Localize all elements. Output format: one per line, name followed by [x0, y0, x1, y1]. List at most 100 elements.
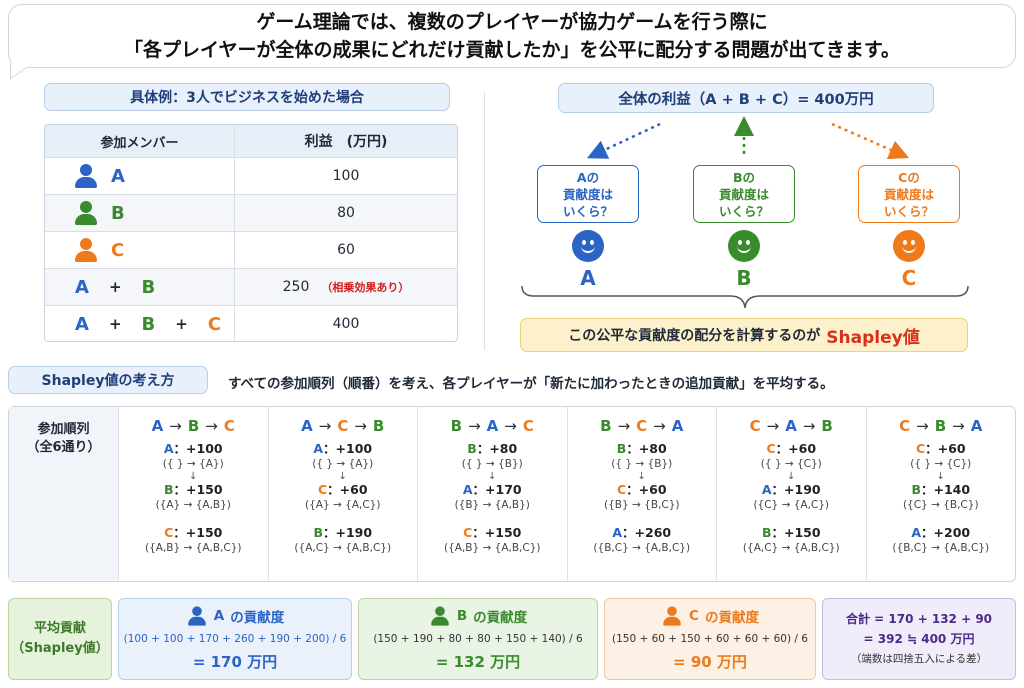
- down-arrow: ↓: [488, 471, 497, 482]
- average-formula: (150 + 60 + 150 + 60 + 60 + 60) / 6: [612, 633, 808, 645]
- average-result: = 90 万円: [673, 653, 747, 671]
- table-row: A 100: [45, 157, 457, 194]
- step-value: ：+100: [173, 441, 223, 456]
- sequence-player: B: [934, 417, 947, 435]
- step-coalition: ({A,C} → {A,B,C}): [294, 542, 392, 554]
- sequence-player: B: [187, 417, 200, 435]
- average-letter: B: [456, 608, 468, 624]
- shapley-term: Shapley値: [826, 327, 920, 348]
- person-body: [75, 177, 97, 188]
- step-player: A: [313, 441, 324, 456]
- profit-cell: 400: [235, 316, 457, 332]
- plus-sign: +: [175, 315, 188, 333]
- step-player: B: [911, 482, 921, 497]
- member-cell: C: [45, 232, 235, 268]
- member-cell: A: [45, 158, 235, 194]
- step-coalition: ({A} → {A,B}): [155, 499, 231, 511]
- step-contribution: B：+80: [467, 441, 517, 457]
- step-contribution: A：+100: [164, 441, 223, 457]
- step-contribution: C：+60: [766, 441, 816, 457]
- step-contribution: B：+140: [911, 482, 970, 498]
- total-note: （端数は四捨五入による差）: [850, 653, 988, 665]
- step-value: ：+170: [472, 482, 522, 497]
- arrow: →: [354, 417, 367, 435]
- profit-column-header: 利益 (万円): [304, 134, 388, 150]
- vertical-divider: [484, 92, 485, 350]
- smiley-c-icon: [893, 230, 925, 262]
- player-c-label: C: [901, 266, 917, 290]
- step-coalition: ({B} → {A,B}): [454, 499, 530, 511]
- total-line-2: = 392 ≒ 400 万円: [863, 632, 975, 646]
- member-letter: C: [111, 239, 125, 261]
- step-coalition: ({A,B} → {A,B,C}): [443, 542, 541, 554]
- step-coalition: ({A} → {A,C}): [305, 499, 381, 511]
- plus-sign: +: [108, 315, 122, 333]
- step-coalition: ({ } → {B}): [461, 458, 523, 470]
- arrow: →: [766, 417, 780, 435]
- person-b-icon: [75, 201, 97, 225]
- arrow: →: [318, 417, 332, 435]
- step-value: ：+150: [771, 525, 821, 540]
- average-label: 平均貢献 （Shapley値）: [8, 598, 112, 680]
- permutation-label: 参加順列 （全6通り）: [9, 407, 119, 581]
- person-body: [75, 214, 97, 225]
- step-coalition: ({A,B} → {A,B,C}): [144, 542, 242, 554]
- step-value: ：+60: [925, 441, 966, 456]
- down-arrow: ↓: [189, 471, 198, 482]
- arrow: →: [504, 417, 517, 435]
- step-player: B: [467, 441, 477, 456]
- sequence-player: A: [671, 417, 684, 435]
- sequence-player: C: [899, 417, 911, 435]
- example-title: 具体例：3人でビジネスを始めた場合: [44, 83, 450, 111]
- arrow: →: [205, 417, 218, 435]
- profit-value: 80: [337, 205, 355, 221]
- step-value: ：+150: [472, 525, 522, 540]
- person-head: [80, 164, 92, 176]
- step-contribution: A：+170: [463, 482, 522, 498]
- down-arrow: ↓: [787, 471, 796, 482]
- average-result: = 132 万円: [435, 653, 521, 671]
- step-contribution: C：+60: [617, 482, 667, 498]
- step-player: A: [612, 525, 623, 540]
- person-head: [80, 238, 92, 250]
- member-column-header: 参加メンバー: [45, 125, 235, 157]
- contribution-arrows: [586, 116, 910, 160]
- arrow-c: [831, 122, 910, 160]
- smiley-a-icon: [572, 230, 604, 262]
- permutation-sequence: C→A→B: [750, 417, 833, 435]
- profit-value: 60: [337, 242, 355, 258]
- table-row: C 60: [45, 231, 457, 268]
- person-head: [191, 606, 202, 616]
- brace: [521, 285, 969, 309]
- profit-value: 400: [332, 316, 360, 332]
- profit-cell: 250（相乗効果あり）: [235, 279, 457, 295]
- arrow: →: [617, 417, 631, 435]
- step-coalition: ({ } → {A}): [162, 458, 224, 470]
- average-heading-text: の貢献度: [230, 610, 285, 626]
- sequence-player: B: [821, 417, 833, 435]
- average-formula: (100 + 100 + 170 + 260 + 190 + 200) / 6: [123, 633, 347, 645]
- step-coalition: ({ } → {A}): [312, 458, 374, 470]
- plus-sign: +: [108, 278, 122, 296]
- profit-value: 100: [332, 168, 360, 184]
- step-player: A: [462, 482, 473, 497]
- arrow: →: [169, 417, 182, 435]
- down-arrow: ↓: [338, 471, 347, 482]
- profit-cell: 80: [235, 205, 457, 221]
- average-formula: (150 + 190 + 80 + 80 + 150 + 140) / 6: [373, 633, 583, 645]
- profit-value: 250: [282, 279, 310, 295]
- member-letter: A: [75, 313, 89, 335]
- total-box: 合計 = 170 + 132 + 90 = 392 ≒ 400 万円 （端数は四…: [822, 598, 1016, 680]
- person-body: [75, 251, 97, 262]
- person-head: [435, 606, 445, 616]
- sequence-player: C: [749, 417, 761, 435]
